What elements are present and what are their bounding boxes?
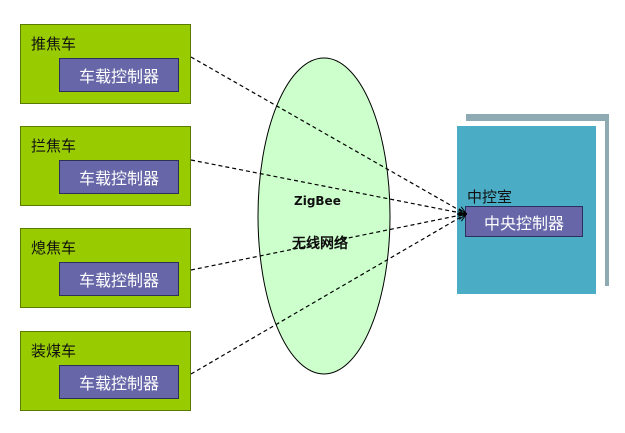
vehicle-name: 装煤车 — [31, 342, 77, 360]
network-label: 无线网络 — [292, 236, 348, 252]
connection-line-3 — [190, 214, 466, 271]
vehicle-name: 推焦车 — [31, 35, 77, 53]
connection-line-1 — [190, 56, 466, 214]
onboard-controller: 车载控制器 — [59, 365, 179, 399]
vehicle-push-coke-car: 推焦车 车载控制器 — [20, 24, 191, 104]
network-protocol-label: ZigBee — [294, 194, 341, 208]
control-room: 中控室 中央控制器 — [457, 126, 596, 294]
vehicle-name: 拦焦车 — [31, 137, 77, 155]
control-room-name: 中控室 — [467, 188, 513, 206]
vehicle-guide-coke-car: 拦焦车 车载控制器 — [20, 126, 191, 206]
vehicle-coal-charging-car: 装煤车 车载控制器 — [20, 331, 191, 411]
connection-line-2 — [190, 159, 466, 214]
wireless-network-ellipse — [257, 57, 391, 375]
vehicle-quench-car: 熄焦车 车载控制器 — [20, 228, 191, 308]
central-controller: 中央控制器 — [465, 206, 583, 237]
onboard-controller: 车载控制器 — [59, 160, 179, 194]
onboard-controller: 车载控制器 — [59, 262, 179, 296]
onboard-controller: 车载控制器 — [59, 58, 179, 92]
connection-line-4 — [190, 214, 466, 375]
vehicle-name: 熄焦车 — [31, 239, 77, 257]
